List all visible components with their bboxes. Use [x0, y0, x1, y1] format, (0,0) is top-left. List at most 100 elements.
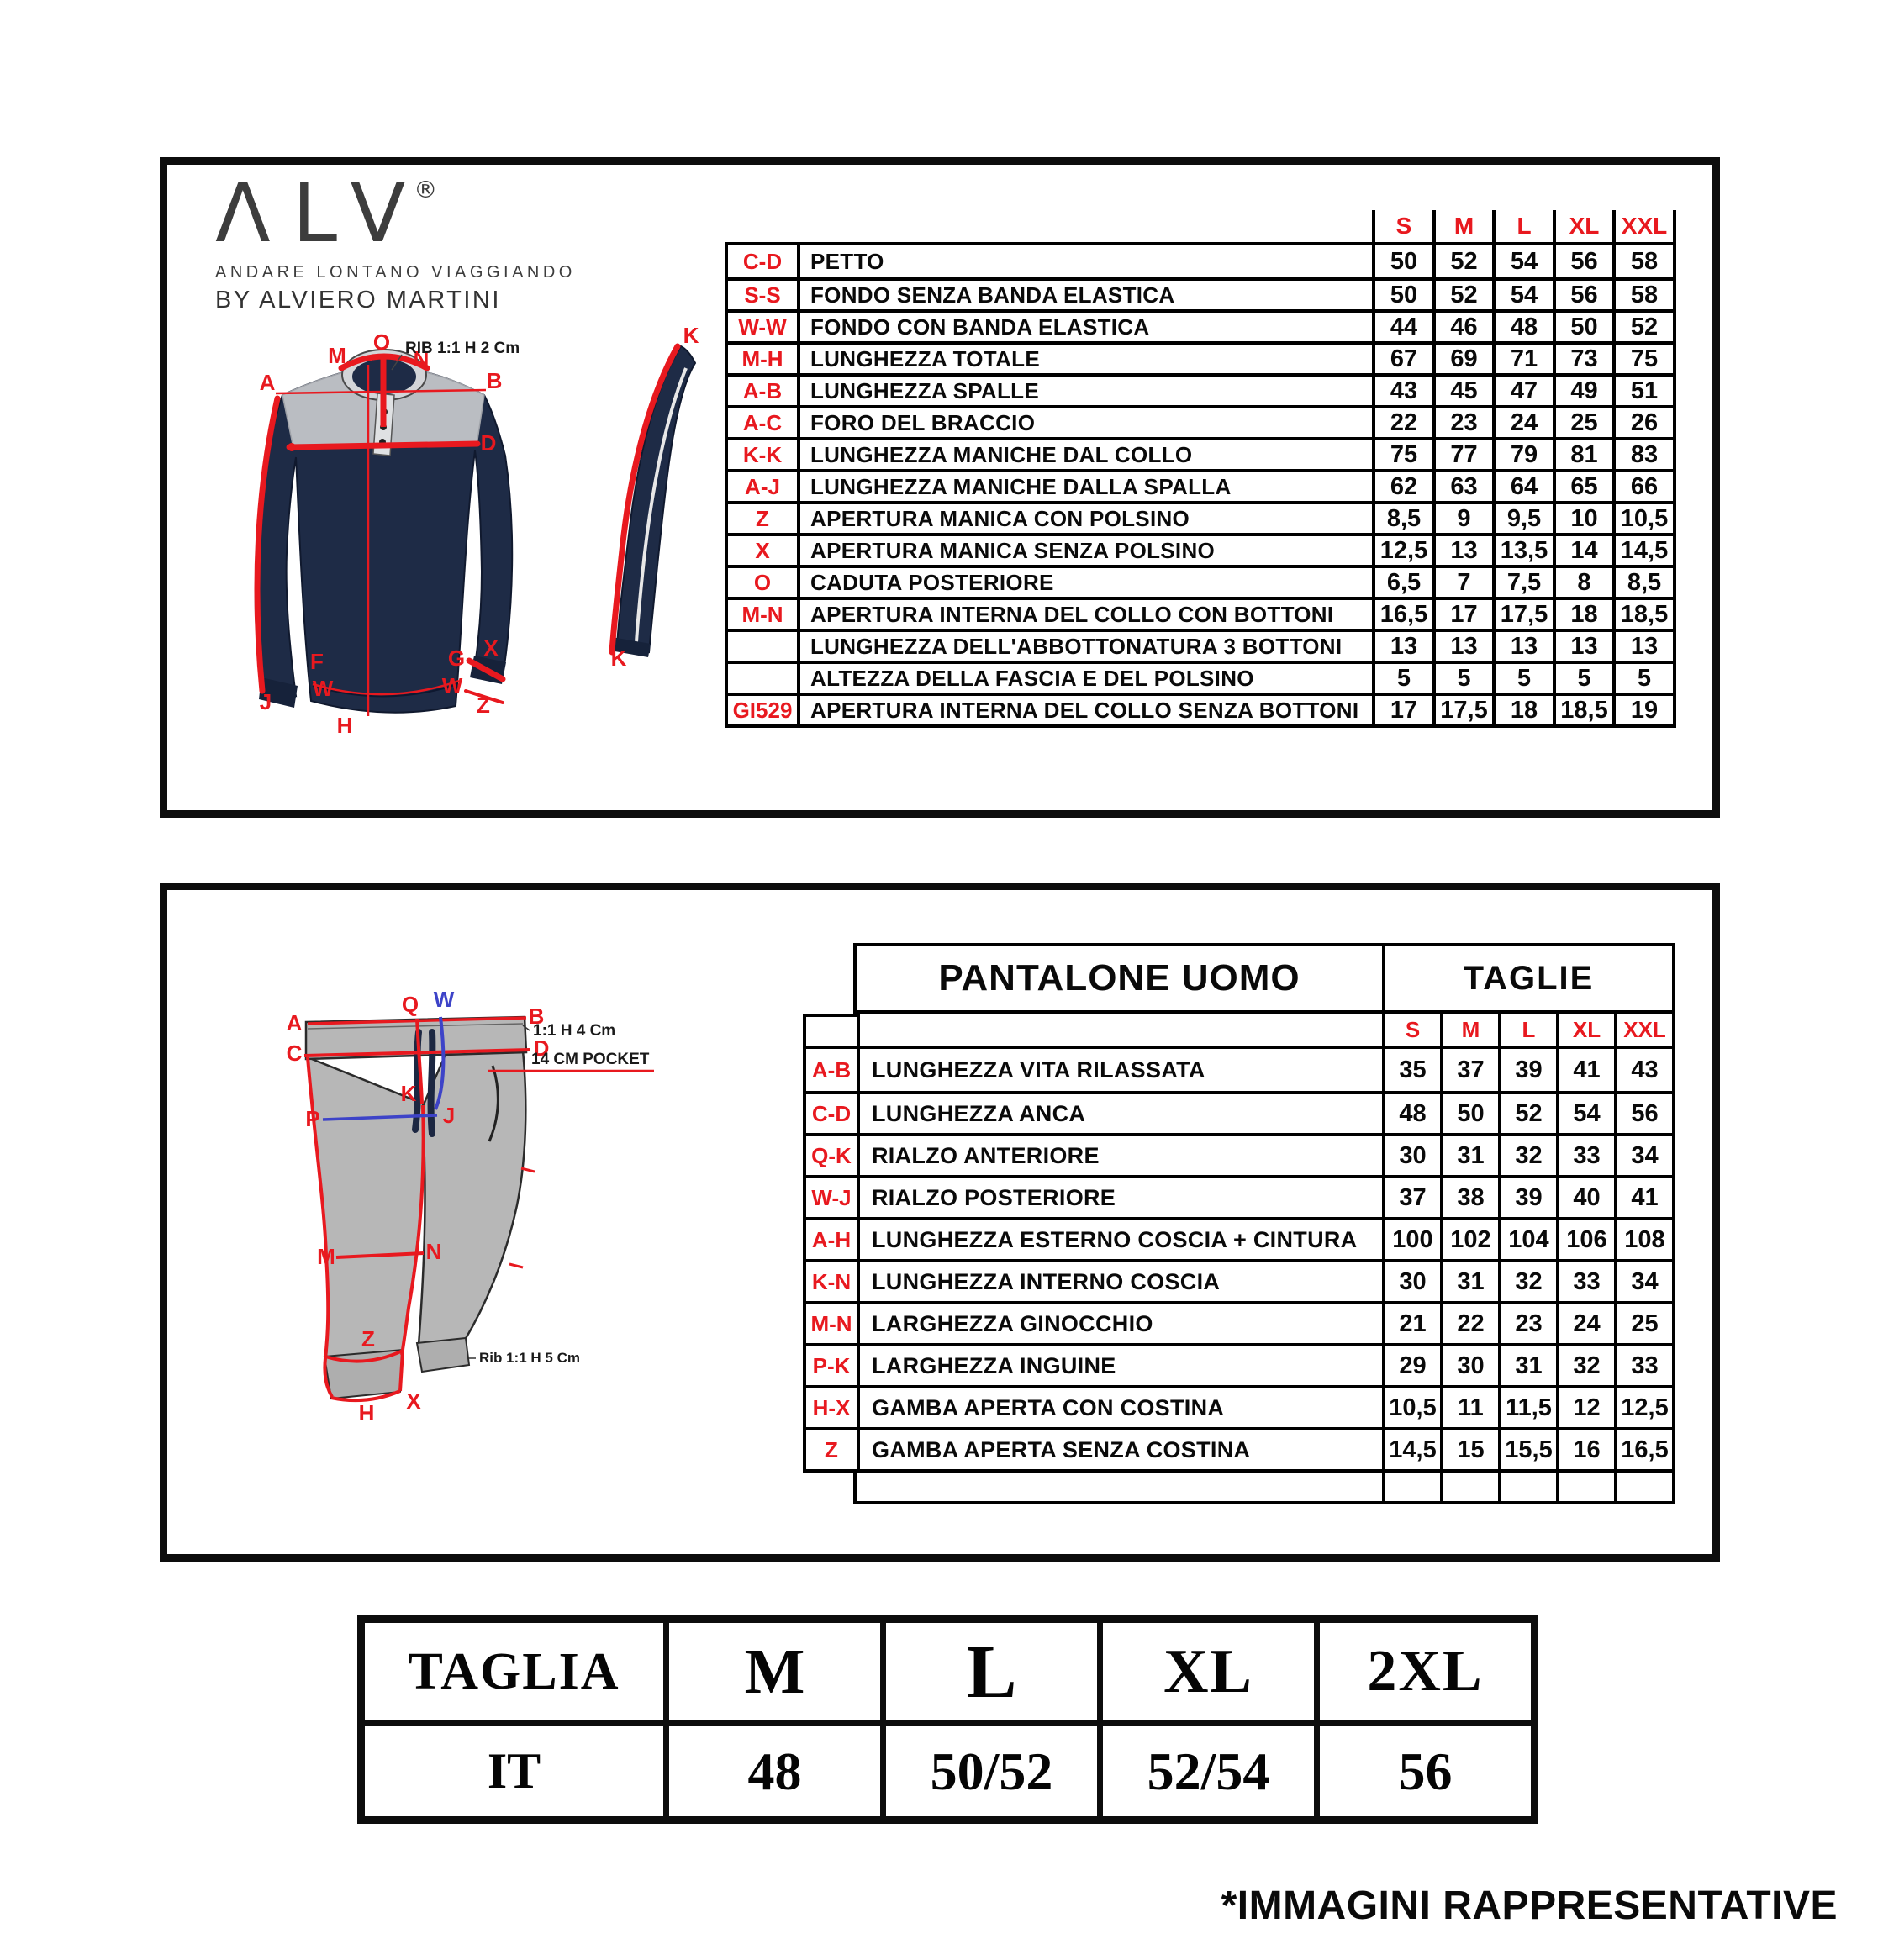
value-m: 31 — [1440, 1133, 1498, 1175]
value-m: 69 — [1432, 341, 1492, 373]
value-l: 5 — [1492, 661, 1553, 693]
value-s: 5 — [1372, 661, 1432, 693]
value-xxl: 58 — [1612, 277, 1673, 309]
brand-logo-letters: ΛLV® — [215, 171, 576, 256]
sweater-table-body: C-D PETTO 50 52 54 56 58 S-S FONDO SENZA… — [725, 242, 1676, 728]
value-l: 13,5 — [1492, 533, 1553, 565]
empty-cell — [1440, 1473, 1498, 1501]
value-m: 77 — [1432, 437, 1492, 469]
measure-code: K-K — [728, 437, 797, 469]
measure-row: Q-K RIALZO ANTERIORE 30 31 32 33 34 — [806, 1133, 1672, 1175]
pants-size-header-row: S M L XL XXL — [803, 1014, 1675, 1046]
value-l: 13 — [1492, 629, 1553, 661]
value-xxl: 12,5 — [1614, 1385, 1672, 1427]
value-xl: 33 — [1556, 1259, 1614, 1301]
measure-code: M-N — [806, 1301, 857, 1343]
value-xxl: 5 — [1612, 661, 1673, 693]
value-m: 13 — [1432, 629, 1492, 661]
measure-label: APERTURA INTERNA DEL COLLO SENZA BOTTONI — [797, 693, 1372, 724]
value-l: 11,5 — [1498, 1385, 1556, 1427]
pants-table-empty-row — [853, 1473, 1675, 1504]
measure-label: LUNGHEZZA TOTALE — [797, 341, 1372, 373]
value-xl: 13 — [1553, 629, 1612, 661]
value-s: 44 — [1372, 309, 1432, 341]
registered-trademark-icon: ® — [414, 176, 438, 203]
value-l: 71 — [1492, 341, 1553, 373]
value-m: 17,5 — [1432, 693, 1492, 724]
size-header-s: S — [1372, 210, 1432, 242]
sweater-size-table: S M L XL XXL C-D PETTO 50 52 54 56 58 S- — [725, 210, 1676, 728]
conversion-header-xl: XL — [1097, 1623, 1314, 1720]
measure-row: H-X GAMBA APERTA CON COSTINA 10,5 11 11,… — [806, 1385, 1672, 1427]
value-m: 5 — [1432, 661, 1492, 693]
measure-code — [728, 629, 797, 661]
value-xl: 10 — [1553, 501, 1612, 533]
measure-code: M-H — [728, 341, 797, 373]
value-xl: 106 — [1556, 1217, 1614, 1259]
measure-label: FONDO SENZA BANDA ELASTICA — [797, 277, 1372, 309]
value-xl: 18 — [1553, 597, 1612, 629]
measure-row: LUNGHEZZA DELL'ABBOTTONATURA 3 BOTTONI 1… — [728, 629, 1673, 661]
value-xxl: 52 — [1612, 309, 1673, 341]
value-xxl: 25 — [1614, 1301, 1672, 1343]
measure-code: X — [728, 533, 797, 565]
value-l: 15,5 — [1498, 1427, 1556, 1469]
measure-code: A-C — [728, 405, 797, 437]
conversion-header-taglia: TAGLIA — [408, 1642, 620, 1700]
value-xxl: 8,5 — [1612, 565, 1673, 597]
conversion-value-xl: 52/54 — [1097, 1720, 1314, 1816]
measure-row: M-H LUNGHEZZA TOTALE 67 69 71 73 75 — [728, 341, 1673, 373]
measure-row: C-D PETTO 50 52 54 56 58 — [728, 245, 1673, 277]
value-m: 52 — [1432, 245, 1492, 277]
conversion-row-label-it: IT — [365, 1720, 663, 1816]
measure-row: A-J LUNGHEZZA MANICHE DALLA SPALLA 62 63… — [728, 469, 1673, 501]
conversion-value-2xl: 56 — [1314, 1720, 1531, 1816]
footer-disclaimer: *IMMAGINI RAPPRESENTATIVE — [1221, 1884, 1838, 1928]
value-xxl: 56 — [1614, 1091, 1672, 1133]
measure-code: H-X — [806, 1385, 857, 1427]
measure-code: W-W — [728, 309, 797, 341]
value-xl: 41 — [1556, 1049, 1614, 1091]
measure-code: O — [728, 565, 797, 597]
measure-label: CADUTA POSTERIORE — [797, 565, 1372, 597]
value-xxl: 13 — [1612, 629, 1673, 661]
value-l: 52 — [1498, 1091, 1556, 1133]
value-s: 48 — [1382, 1091, 1440, 1133]
value-xxl: 41 — [1614, 1175, 1672, 1217]
value-l: 23 — [1498, 1301, 1556, 1343]
value-s: 14,5 — [1382, 1427, 1440, 1469]
value-m: 23 — [1432, 405, 1492, 437]
value-l: 18 — [1492, 693, 1553, 724]
value-s: 67 — [1372, 341, 1432, 373]
measure-label: PETTO — [797, 245, 1372, 277]
header-spacer — [857, 1014, 1382, 1046]
value-s: 6,5 — [1372, 565, 1432, 597]
value-s: 16,5 — [1372, 597, 1432, 629]
measure-label: RIALZO POSTERIORE — [857, 1175, 1382, 1217]
measure-row: W-W FONDO CON BANDA ELASTICA 44 46 48 50… — [728, 309, 1673, 341]
measure-code: A-J — [728, 469, 797, 501]
value-s: 37 — [1382, 1175, 1440, 1217]
brand-logo: ΛLV® ANDARE LONTANO VIAGGIANDO BY ALVIER… — [215, 171, 576, 314]
header-spacer — [797, 210, 1372, 242]
measure-label: LUNGHEZZA SPALLE — [797, 373, 1372, 405]
empty-cell — [1614, 1473, 1672, 1501]
value-xxl: 51 — [1612, 373, 1673, 405]
value-l: 39 — [1498, 1049, 1556, 1091]
value-xxl: 75 — [1612, 341, 1673, 373]
value-l: 7,5 — [1492, 565, 1553, 597]
empty-cell — [1556, 1473, 1614, 1501]
value-s: 50 — [1372, 277, 1432, 309]
measure-row: O CADUTA POSTERIORE 6,5 7 7,5 8 8,5 — [728, 565, 1673, 597]
value-l: 17,5 — [1492, 597, 1553, 629]
value-xl: 50 — [1553, 309, 1612, 341]
pants-size-table: PANTALONE UOMO TAGLIE S M L XL XXL A-B L… — [803, 943, 1675, 1504]
measure-label: LUNGHEZZA MANICHE DAL COLLO — [797, 437, 1372, 469]
measure-row: S-S FONDO SENZA BANDA ELASTICA 50 52 54 … — [728, 277, 1673, 309]
measure-code: GI529 — [728, 693, 797, 724]
measure-row: K-N LUNGHEZZA INTERNO COSCIA 30 31 32 33… — [806, 1259, 1672, 1301]
value-s: 10,5 — [1382, 1385, 1440, 1427]
value-xxl: 34 — [1614, 1133, 1672, 1175]
value-l: 47 — [1492, 373, 1553, 405]
